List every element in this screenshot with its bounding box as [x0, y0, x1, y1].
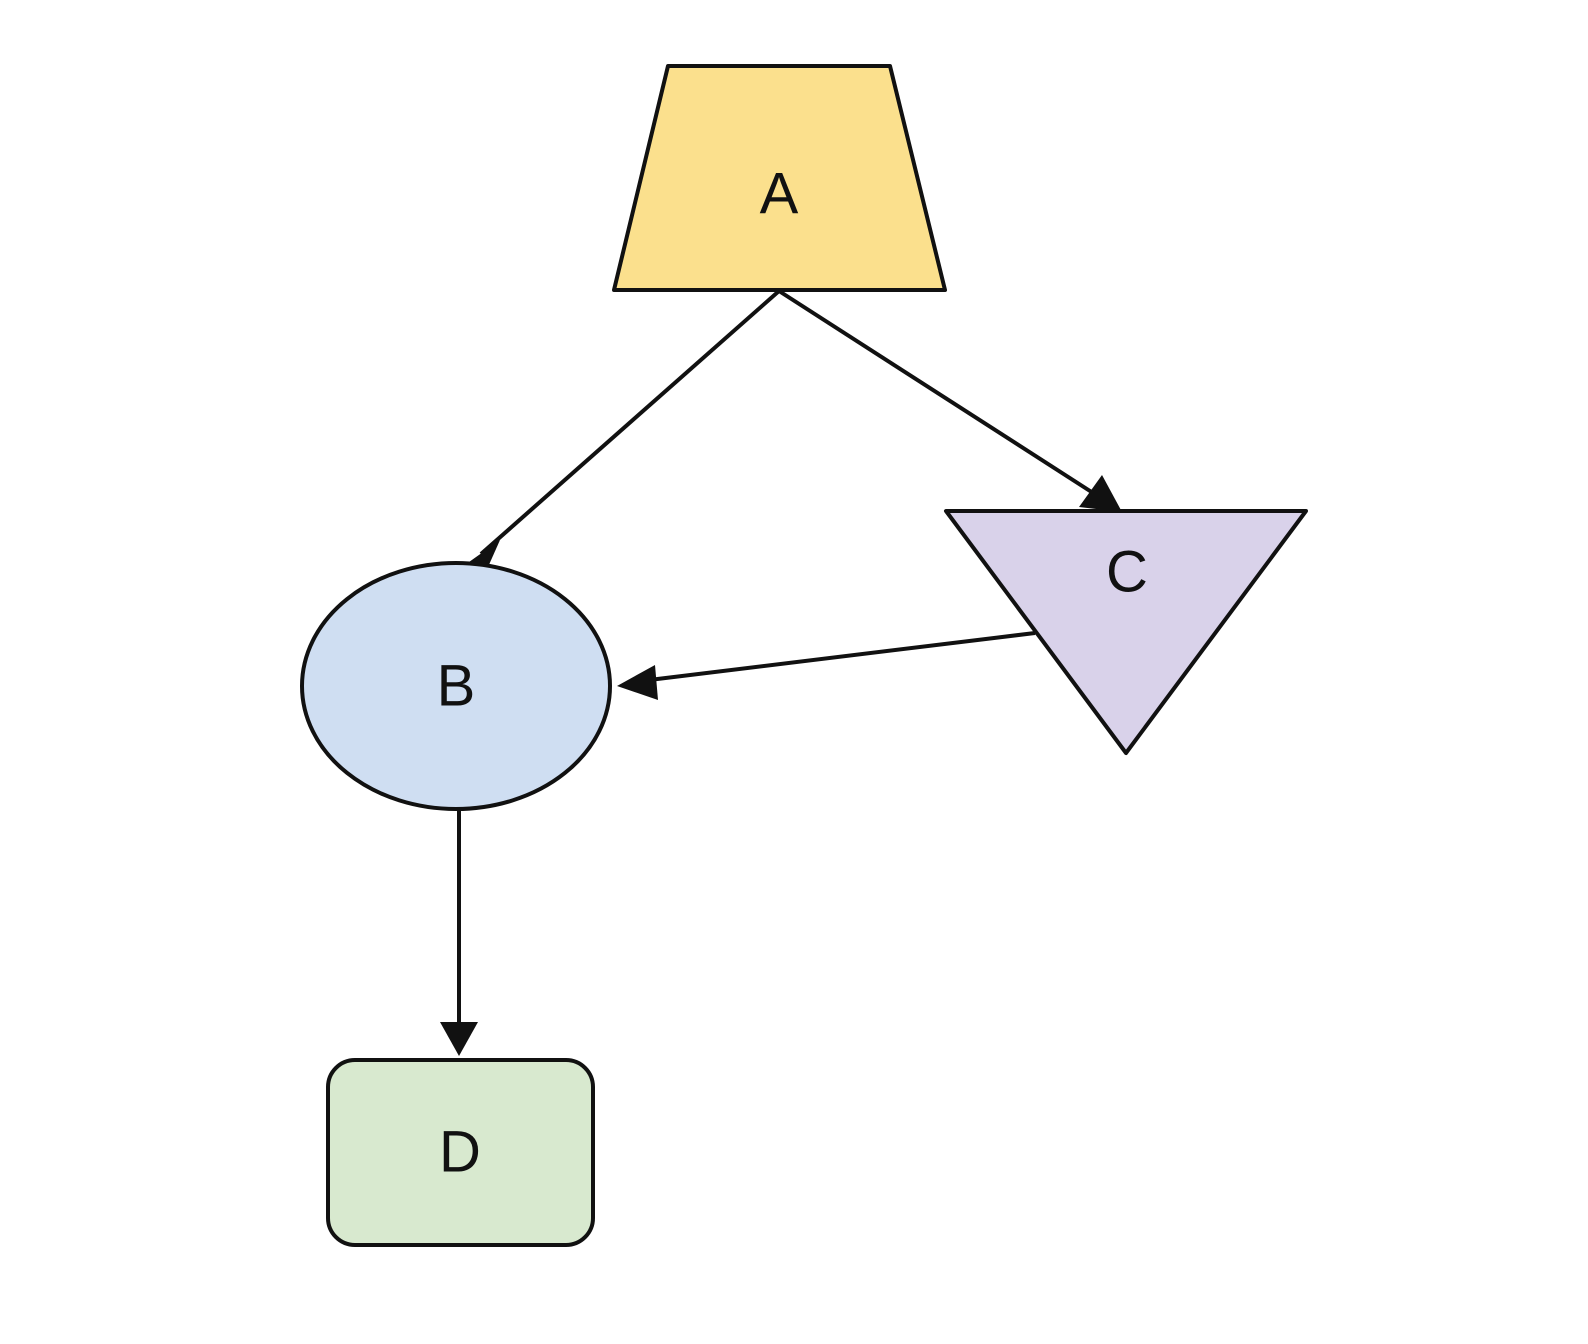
- edge-b-to-d[interactable]: [440, 808, 478, 1056]
- edge-a-to-b-line: [479, 289, 781, 556]
- edge-a-to-c[interactable]: [777, 289, 1122, 512]
- node-c-shape: [944, 509, 1308, 755]
- edge-a-to-b[interactable]: [462, 289, 781, 576]
- node-b-shape: [300, 561, 612, 811]
- node-c[interactable]: C: [944, 509, 1308, 755]
- node-d[interactable]: D: [326, 1058, 595, 1247]
- node-b[interactable]: B: [300, 561, 612, 811]
- edge-c-to-b-arrowhead: [617, 665, 658, 700]
- edge-a-to-c-line: [777, 289, 1106, 502]
- edge-c-to-b[interactable]: [617, 631, 1036, 700]
- node-a-shape: [612, 64, 947, 292]
- node-a[interactable]: A: [612, 64, 947, 292]
- edge-c-to-b-line: [640, 631, 1036, 683]
- edge-a-to-c-arrowhead: [1079, 475, 1122, 512]
- edge-layer: [440, 289, 1122, 1056]
- edge-b-to-d-arrowhead: [440, 1022, 478, 1056]
- node-d-shape: [326, 1058, 595, 1247]
- node-layer: A C B D: [300, 64, 1308, 1247]
